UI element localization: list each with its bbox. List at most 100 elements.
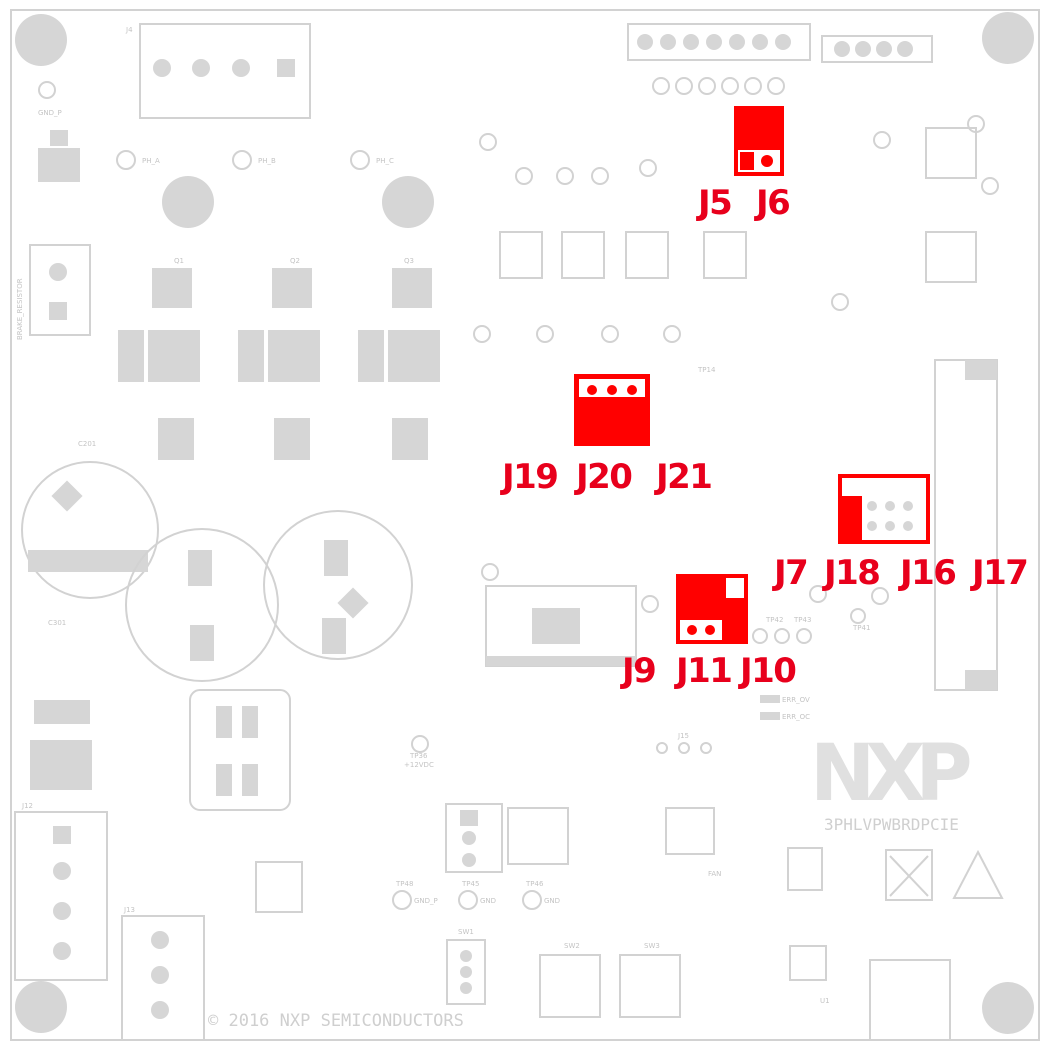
edge-connector (934, 359, 998, 691)
tp-48 (392, 890, 412, 910)
silk-gnd-p-top: GND_P (38, 109, 62, 117)
silk-gnd-p: GND_P (414, 897, 438, 905)
switch-sw2 (539, 954, 601, 1018)
capacitor-cap-2 (125, 528, 279, 682)
silk-sw1: SW1 (458, 928, 474, 936)
switch-sw1 (446, 939, 486, 1005)
jumper-label-j7: J7 (772, 553, 807, 593)
switch-sw3 (619, 954, 681, 1018)
ic-u16 (665, 807, 715, 855)
transistor-q7 (38, 130, 80, 182)
jumper-label-j18: J18 (822, 553, 879, 593)
silk-q3: Q3 (404, 257, 414, 265)
led-err-oc (760, 712, 780, 720)
heatsink-hole-1 (162, 176, 214, 228)
tp-ph-c (350, 150, 370, 170)
silk-err-ov: ERR_OV (782, 696, 810, 704)
connector-j12 (14, 811, 108, 981)
heatsink-hole-2 (382, 176, 434, 228)
silk-tp45: TP45 (461, 880, 479, 888)
connector-j4 (139, 23, 311, 119)
tp-39 (809, 585, 827, 603)
tp-ph-b (232, 150, 252, 170)
silk-q1: Q1 (174, 257, 184, 265)
ic-center (485, 585, 637, 667)
transistor-q12 (255, 861, 303, 913)
silk-tp48: TP48 (395, 880, 413, 888)
silk-gnd-1: GND (480, 897, 496, 905)
silk-tp36: TP36 (409, 752, 428, 760)
highlight-j7-j18-j16-j17 (838, 474, 930, 544)
jumper-label-j11: J11 (674, 651, 731, 691)
silk-fan: FAN (708, 870, 721, 878)
ic-opamp-3 (625, 231, 669, 279)
nxp-logo: NXP (810, 729, 969, 819)
silk-ph-a: PH_A (142, 157, 160, 165)
mosfet-q1 (118, 268, 200, 382)
tp-vpwr (481, 563, 499, 581)
ic-opamp-4 (703, 231, 747, 279)
silk-q2: Q2 (290, 257, 300, 265)
mounting-hole-top-right (982, 12, 1034, 64)
test-point-row-mid (473, 115, 999, 343)
jumper-label-j5: J5 (696, 183, 731, 223)
highlight-j9-j11-j10 (676, 574, 748, 644)
tp-40 (871, 587, 889, 605)
ic-opamp-2 (561, 231, 605, 279)
jumper-label-j19: J19 (500, 457, 557, 497)
silk-err-oc: ERR_OC (782, 713, 810, 721)
silk-j13: J13 (123, 906, 135, 914)
ic-right-bottom (787, 847, 823, 891)
tp-46 (522, 890, 542, 910)
tp-36 (411, 735, 429, 753)
silk-j4: J4 (125, 26, 133, 34)
test-point-row (652, 77, 785, 95)
jumper-label-j20: J20 (574, 457, 632, 497)
mounting-hole-bottom-right (982, 982, 1034, 1034)
regulator-q10 (30, 700, 92, 790)
silk-gnd-2: GND (544, 897, 560, 905)
silk-tp41: TP41 (852, 624, 870, 632)
ic-right-top-2 (925, 231, 977, 283)
silk-sw2: SW2 (564, 942, 580, 950)
jumper-label-j9: J9 (620, 651, 655, 691)
silk-tp43: TP43 (793, 616, 811, 624)
silk-brake-resistor: BRAKE_RESISTOR (16, 278, 24, 340)
esd-warning-icon (952, 849, 1004, 899)
capacitor-cap-3 (263, 510, 413, 660)
board-name: 3PHLVPWBRDPCIE (824, 815, 959, 834)
connector-brake-resistor (29, 244, 91, 336)
ic-bottom-right (789, 945, 827, 981)
jumper-label-j17: J17 (970, 553, 1027, 593)
tp-gnd-p-2 (641, 595, 659, 613)
jumper-label-j6: J6 (754, 183, 789, 223)
tp-gnd-p-top (38, 81, 56, 99)
tp-ph-a (116, 150, 136, 170)
ic-opamp-1 (499, 231, 543, 279)
jumper-label-j16: J16 (898, 553, 955, 593)
mounting-hole-top-left (15, 14, 67, 66)
silk-tp42: TP42 (765, 616, 783, 624)
connector-j3 (445, 803, 503, 873)
regulator-q9 (507, 807, 569, 865)
silk-c301: C301 (48, 619, 66, 627)
board-outline (10, 9, 1040, 1041)
silk-u1: U1 (820, 997, 830, 1005)
copyright-text: © 2016 NXP SEMICONDUCTORS (208, 1011, 464, 1031)
silk-j12: J12 (21, 802, 33, 810)
highlight-j19-j20-j21 (574, 374, 650, 446)
inductor-l2 (189, 689, 291, 811)
mosfet-q2 (238, 268, 320, 382)
silk-12vdc: +12VDC (404, 761, 434, 769)
silk-j15: J15 (677, 732, 689, 740)
jumper-label-j10: J10 (738, 651, 796, 691)
highlight-j5-j6 (734, 106, 784, 176)
tp-41 (850, 608, 866, 624)
mosfet-q3 (358, 268, 440, 382)
silk-tp46: TP46 (525, 880, 544, 888)
mounting-hole-bottom-left (15, 981, 67, 1033)
connector-j13 (121, 915, 205, 1041)
led-err-ov (760, 695, 780, 703)
